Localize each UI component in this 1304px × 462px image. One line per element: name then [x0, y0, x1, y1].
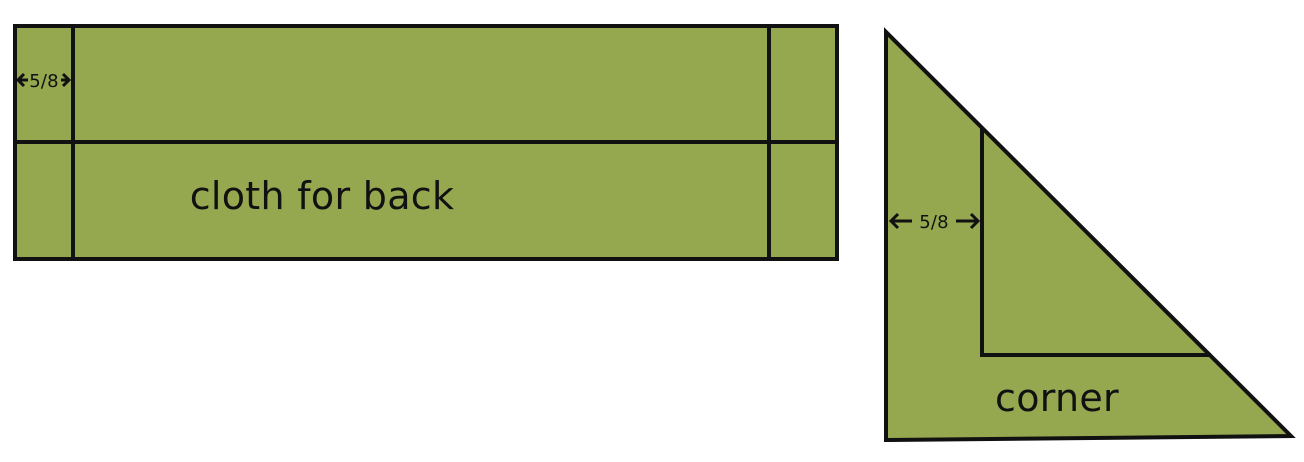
corner-seam-allowance-arrow [888, 212, 981, 230]
back-cloth-seam-label: 5/8 [29, 71, 59, 92]
back-cloth-seam-allowance-arrow [15, 72, 72, 88]
corner-panel: 5/8 corner [884, 27, 1296, 443]
back-cloth-panel: 5/8 cloth for back [13, 24, 839, 261]
corner-seam-label: 5/8 [919, 212, 949, 233]
back-cloth-label: cloth for back [190, 174, 455, 218]
corner-label: corner [995, 376, 1119, 420]
